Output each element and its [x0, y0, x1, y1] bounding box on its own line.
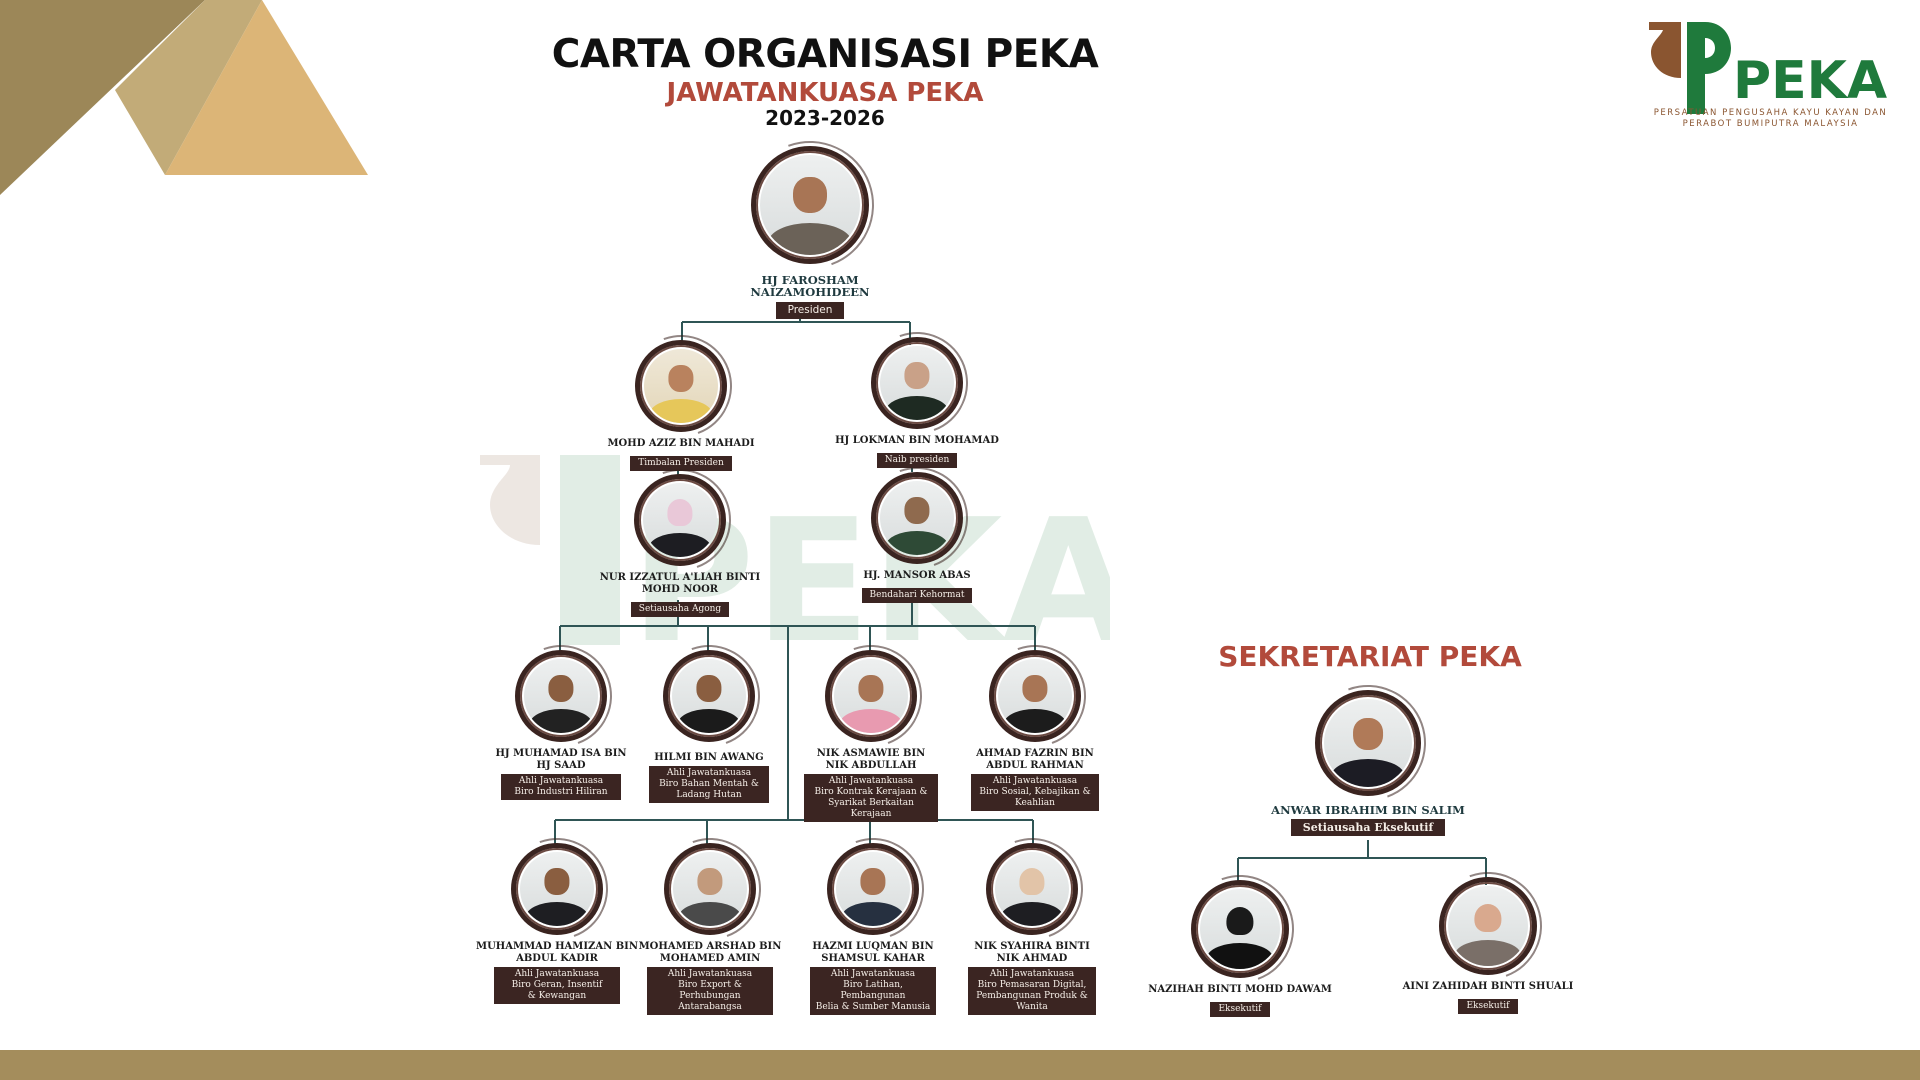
avatar [849, 315, 985, 451]
avatar [805, 821, 941, 957]
avatar [613, 318, 749, 454]
deputy-president-role: Timbalan Presiden [630, 456, 732, 471]
avatar [724, 119, 896, 291]
secretariat-staff-role: Eksekutif [1458, 999, 1518, 1014]
secretariat-head-name: ANWAR IBRAHIM BIN SALIM [1271, 803, 1465, 817]
avatar [493, 628, 629, 764]
president-role: Presiden [775, 302, 845, 319]
treasurer-role: Bendahari Kehormat [861, 588, 973, 603]
avatar [1168, 857, 1312, 1001]
secretariat-head-node: ANWAR IBRAHIM BIN SALIM Setiausaha Eksek… [1263, 665, 1473, 836]
deputy-president-node: MOHD AZIZ BIN MAHADI Timbalan Presiden [586, 318, 776, 471]
vice-president-role: Naib presiden [876, 453, 958, 468]
secretary-general-role: Setiausaha Agong [630, 602, 730, 617]
logo-tagline-line1: PERSATUAN PENGUSAHA KAYU KAYAN DAN [1653, 108, 1888, 118]
secretariat-head-role: Setiausaha Eksekutif [1290, 819, 1446, 836]
deputy-president-name: MOHD AZIZ BIN MAHADI [607, 438, 755, 449]
secretariat-staff-node: NAZIHAH BINTI MOHD DAWAM Eksekutif [1140, 857, 1340, 1017]
secretariat-staff-role: Eksekutif [1210, 1002, 1270, 1017]
treasurer-node: HJ. MANSOR ABAS Bendahari Kehormat [822, 450, 1012, 603]
page-subtitle: JAWATANKUASA PEKA [666, 78, 984, 108]
avatar [803, 628, 939, 764]
treasurer-name: HJ. MANSOR ABAS [863, 570, 971, 581]
decorative-triangles [0, 0, 368, 195]
avatar [641, 628, 777, 764]
president-name: HJ FAROSHAM NAIZAMOHIDEEN [750, 273, 870, 299]
avatar [489, 821, 625, 957]
secretariat-staff-node: AINI ZAHIDAH BINTI SHUALI Eksekutif [1388, 854, 1588, 1014]
secretariat-staff-name: NAZIHAH BINTI MOHD DAWAM [1148, 984, 1332, 995]
avatar [967, 628, 1103, 764]
member-name: HILMI BIN AWANG [654, 752, 764, 763]
peka-logo: PEKA [1649, 22, 1887, 114]
logo-wordmark: PEKA [1733, 51, 1887, 111]
logo-tagline-line2: PERABOT BUMIPUTRA MALAYSIA [1682, 119, 1859, 129]
avatar [1416, 854, 1560, 998]
secretariat-title: SEKRETARIAT PEKA [1218, 640, 1522, 673]
page-title: CARTA ORGANISASI PEKA [551, 32, 1099, 77]
avatar [849, 450, 985, 586]
secretariat-staff-name: AINI ZAHIDAH BINTI SHUALI [1402, 981, 1574, 992]
avatar [642, 821, 778, 957]
footer-bar [0, 1050, 1920, 1080]
secretary-general-name: NUR IZZATUL A'LIAH BINTI MOHD NOOR [599, 572, 761, 595]
term-years: 2023-2026 [765, 106, 885, 130]
vice-president-node: HJ LOKMAN BIN MOHAMAD Naib presiden [822, 315, 1012, 468]
vice-president-name: HJ LOKMAN BIN MOHAMAD [835, 435, 999, 446]
logo-tagline: PERSATUAN PENGUSAHA KAYU KAYAN DAN PERAB… [1648, 108, 1893, 130]
avatar [964, 821, 1100, 957]
president-node: HJ FAROSHAM NAIZAMOHIDEEN Presiden [705, 119, 915, 319]
avatar [1290, 665, 1446, 821]
secretary-general-node: NUR IZZATUL A'LIAH BINTI MOHD NOOR Setia… [580, 452, 780, 617]
avatar [612, 452, 748, 588]
